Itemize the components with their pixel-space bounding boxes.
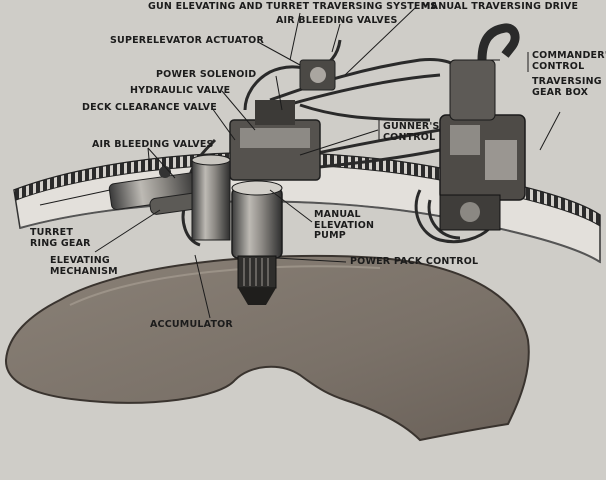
label-turret-ring-gear: TURRET RING GEAR [30,227,91,249]
tall-cylinder-graphic [191,154,231,241]
label-turret-ring-gear-line2: RING GEAR [30,237,91,249]
label-manual-elevation-pump-line1: MANUAL [314,209,361,220]
label-air-bleeding-valves-top: AIR BLEEDING VALVES [276,15,398,26]
label-turret-ring-gear-line1: TURRET [30,227,73,238]
label-traversing-gear-box-line1: TRAVERSING [532,76,602,87]
accumulator-graphic [231,180,283,305]
gunners-control-graphic [229,59,336,181]
label-manual-elevation-pump-line2: ELEVATION [314,219,375,231]
label-manual-elevation-pump: MANUAL ELEVATION PUMP [314,209,375,242]
label-commanders-control-line2: CONTROL [532,60,585,72]
leader-lines [39,7,561,319]
label-gunners-control-line2: CONTROL [383,131,436,143]
label-gun-elevating-systems: GUN ELEVATING AND TURRET TRAVERSING SYST… [148,1,438,12]
label-commanders-control-line1: COMMANDER'S [532,50,606,61]
label-manual-traversing-drive: MANUAL TRAVERSING DRIVE [421,1,579,12]
turret-deck [4,254,530,442]
label-manual-elevation-pump-line3: PUMP [314,230,346,241]
label-elevating-mechanism-line1: ELEVATING [50,255,110,266]
label-commanders-control: COMMANDER'S CONTROL [532,50,606,72]
label-gunners-control: GUNNER'S CONTROL [383,121,440,143]
label-traversing-gear-box-line2: GEAR BOX [532,86,589,98]
label-traversing-gear-box: TRAVERSING GEAR BOX [532,76,602,98]
label-gunners-control-line1: GUNNER'S [383,121,440,132]
label-elevating-mechanism: ELEVATING MECHANISM [50,255,118,277]
label-hydraulic-valve: HYDRAULIC VALVE [130,85,231,96]
label-power-solenoid: POWER SOLENOID [156,69,257,80]
label-elevating-mechanism-line2: MECHANISM [50,265,118,277]
label-superelevator-actuator: SUPERELEVATOR ACTUATOR [110,35,264,46]
label-deck-clearance-valve: DECK CLEARANCE VALVE [82,102,217,113]
label-power-pack-control: POWER PACK CONTROL [350,256,479,267]
label-accumulator: ACCUMULATOR [150,319,233,330]
label-air-bleeding-valves-left: AIR BLEEDING VALVES [92,139,214,150]
traversing-gear-box-graphic [439,23,526,231]
